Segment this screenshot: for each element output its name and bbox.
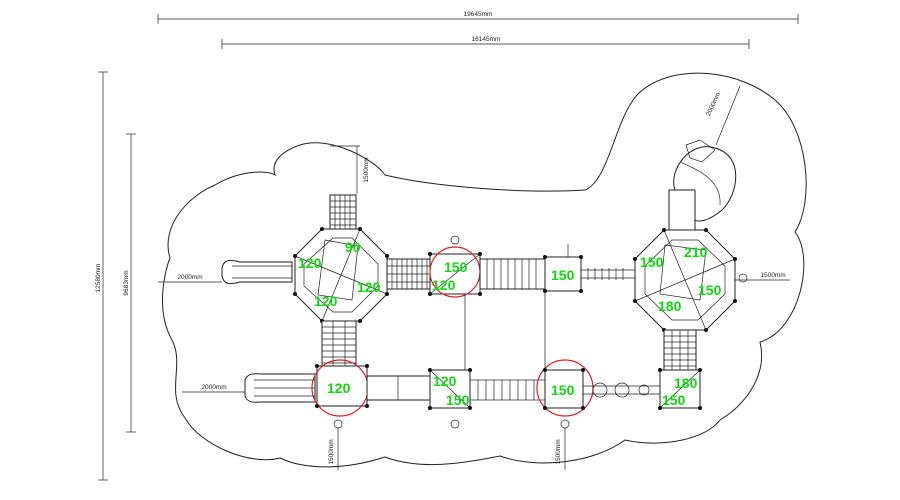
dim-right-clearance: 1500mm: [735, 272, 790, 283]
svg-text:9683mm: 9683mm: [123, 270, 130, 295]
svg-text:2000mm: 2000mm: [177, 274, 202, 281]
height-left-oct-bottom: 120: [314, 293, 338, 309]
dim-inner-width: 16145mm: [221, 36, 750, 49]
left-slide-top: 2000mm: [158, 259, 293, 285]
ring-bridge: [583, 382, 660, 398]
svg-text:2000mm: 2000mm: [201, 384, 226, 391]
svg-text:2000mm: 2000mm: [705, 91, 722, 117]
svg-text:1500mm: 1500mm: [363, 157, 370, 182]
height-right-oct-top: 210: [684, 244, 708, 260]
tube-slide: 2000mm: [668, 85, 741, 236]
height-left-oct-left: 120: [298, 255, 322, 271]
mid-deck: [543, 244, 583, 293]
dim-overall-width: 19645mm: [157, 11, 799, 24]
left-net-ramp: [321, 320, 357, 367]
left-octagon-tower: [293, 227, 389, 323]
dim-top-clearance: 1500mm: [330, 145, 370, 194]
height-lower-right-top: 180: [674, 375, 698, 391]
svg-text:1500mm: 1500mm: [760, 272, 785, 279]
right-net-ramp: [663, 329, 697, 371]
height-bridge-deck-bottom: 120: [432, 277, 456, 293]
net-bridge-top: [386, 258, 431, 290]
climbing-net: [329, 194, 357, 230]
height-right-oct-right: 150: [698, 282, 722, 298]
svg-text:12580mm: 12580mm: [95, 264, 102, 293]
ladder-bridge: [479, 258, 546, 290]
bridge-deck-top: [428, 235, 482, 298]
lower-mid-deck: [428, 294, 472, 429]
dim-overall-depth: 12580mm: [95, 71, 108, 481]
dim-inner-depth: 9683mm: [123, 133, 136, 433]
height-right-oct-left: 150: [640, 254, 664, 270]
chain-bridge: [581, 268, 635, 280]
safety-zone-outline: [162, 72, 807, 468]
height-left-oct-top: 90: [345, 239, 361, 255]
lower-right-deck: [658, 368, 702, 410]
height-left-oct-right: 120: [357, 279, 381, 295]
wobble-bridge: [469, 379, 546, 401]
lower-center-deck: 1500mm: [536, 291, 594, 470]
height-lower-center-deck: 150: [551, 382, 575, 398]
height-mid-deck: 150: [551, 267, 575, 283]
svg-text:16145mm: 16145mm: [472, 36, 501, 43]
height-right-oct-bottom: 180: [658, 298, 682, 314]
svg-text:1500mm: 1500mm: [328, 439, 335, 464]
lower-left-deck: 1500mm: [311, 359, 369, 470]
left-slide-bottom: 2000mm: [182, 373, 316, 403]
height-lower-left-deck: 120: [327, 380, 351, 396]
svg-text:1500mm: 1500mm: [555, 439, 562, 464]
height-lower-mid-bottom: 150: [446, 392, 470, 408]
height-lower-mid-top: 120: [433, 373, 457, 389]
height-lower-right-bottom: 150: [662, 392, 686, 408]
height-bridge-deck-top: 150: [444, 259, 468, 275]
svg-text:19645mm: 19645mm: [464, 11, 493, 18]
right-octagon-tower: [633, 228, 737, 332]
tunnel-bridge: [366, 375, 431, 401]
